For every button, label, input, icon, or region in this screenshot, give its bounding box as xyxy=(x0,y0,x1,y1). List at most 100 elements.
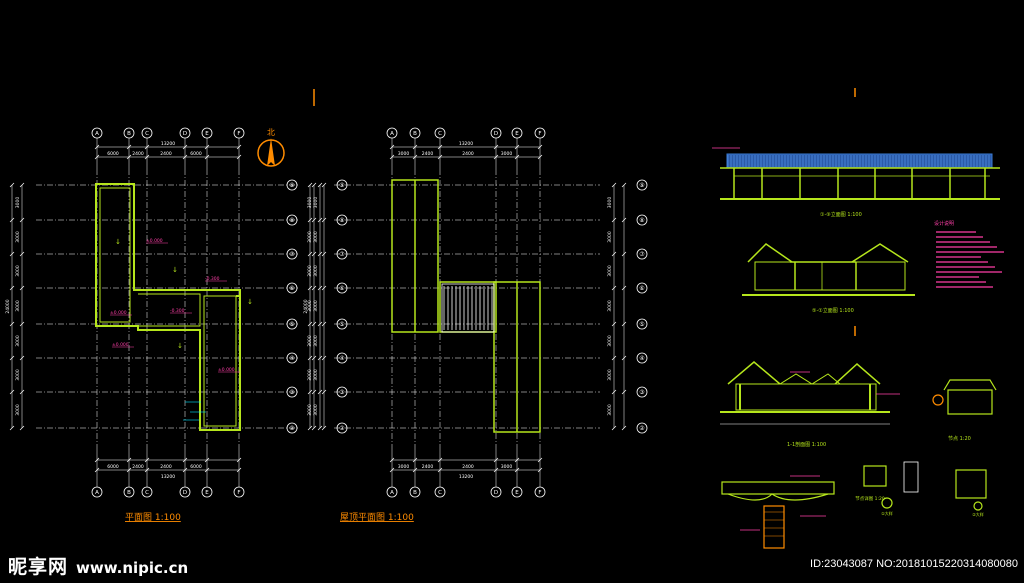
dim-tick xyxy=(437,154,443,160)
axis-bubble xyxy=(286,282,298,294)
axis-label: ② xyxy=(639,425,645,432)
axis-bubble xyxy=(636,318,648,330)
dim-tick xyxy=(311,217,317,223)
axis-label: B xyxy=(127,131,131,137)
dim-tick xyxy=(9,355,15,361)
axis-bubble xyxy=(286,214,298,226)
dim-tick xyxy=(126,467,132,473)
dim-tick xyxy=(317,217,323,223)
axis-label: C xyxy=(438,131,442,137)
detail-label: ②大样 xyxy=(972,511,984,517)
dim-tick xyxy=(321,389,327,395)
axis-bubble xyxy=(636,214,648,226)
dim-tick xyxy=(611,389,617,395)
dim-text: 3000 xyxy=(607,369,613,381)
beam-detail xyxy=(721,461,987,549)
axis-label: F xyxy=(237,490,240,496)
axis-label: ④ xyxy=(289,355,294,362)
dim-text: 3000 xyxy=(313,265,319,277)
axis-label: ⑦ xyxy=(339,251,345,258)
elevation-label: -0.300 xyxy=(170,308,185,314)
dim-tick xyxy=(317,355,323,361)
section-1-1: 1-1剖面图 1:100 xyxy=(720,361,900,448)
dim-tick xyxy=(311,321,317,327)
dim-tick xyxy=(412,144,418,150)
dim-tick xyxy=(621,389,627,395)
dim-tick xyxy=(204,467,210,473)
axis-label: A xyxy=(390,131,394,137)
axis-label: ⑧ xyxy=(639,217,644,224)
dim-tick xyxy=(412,457,418,463)
axis-bubble xyxy=(636,352,648,364)
axis-label: A xyxy=(95,490,99,496)
dim-tick xyxy=(321,425,327,431)
dim-tick xyxy=(236,467,242,473)
dim-text: 3000 xyxy=(15,369,21,381)
dim-tick xyxy=(493,144,499,150)
dim-text: 2400 xyxy=(132,464,144,470)
dim-tick xyxy=(321,355,327,361)
axis-label: D xyxy=(183,490,187,496)
dim-tick xyxy=(182,467,188,473)
detail-label: 节点详图 1:20 xyxy=(855,495,885,502)
dim-tick xyxy=(611,182,617,188)
axis-label: ② xyxy=(339,425,345,432)
dim-text: 6000 xyxy=(190,151,202,157)
stair-arrow-icon: ↓ xyxy=(177,342,183,350)
dim-tick xyxy=(126,457,132,463)
dim-tick xyxy=(437,467,443,473)
axis-bubble xyxy=(286,422,298,434)
dim-tick xyxy=(317,182,323,188)
axis-label: ⑦ xyxy=(289,251,295,258)
dim-tick xyxy=(9,285,15,291)
axis-label: ⑥ xyxy=(339,285,344,292)
dim-tick xyxy=(611,355,617,361)
axis-label: B xyxy=(413,131,417,137)
dim-tick xyxy=(19,425,25,431)
dim-tick xyxy=(9,182,15,188)
dim-tick xyxy=(144,457,150,463)
axis-label: ⑨ xyxy=(639,182,644,189)
axis-label: E xyxy=(515,490,519,496)
elevation-label: -0.300 xyxy=(205,276,220,282)
dim-tick xyxy=(437,457,443,463)
elevation-label: ±0.000 xyxy=(112,342,129,348)
dim-tick xyxy=(19,182,25,188)
dim-tick xyxy=(144,154,150,160)
dim-tick xyxy=(9,389,15,395)
dim-tick xyxy=(493,154,499,160)
dim-text: 3000 xyxy=(398,151,410,157)
dim-tick xyxy=(9,251,15,257)
stair-arrow-icon: ↓ xyxy=(247,298,253,306)
axis-bubble xyxy=(286,248,298,260)
logo-text: 昵享网 xyxy=(8,556,69,578)
dim-tick xyxy=(144,467,150,473)
axis-bubble xyxy=(286,179,298,191)
dim-tick xyxy=(94,144,100,150)
axis-bubble xyxy=(636,386,648,398)
axis-label: A xyxy=(390,490,394,496)
axis-label: E xyxy=(205,490,209,496)
axis-label: ③ xyxy=(289,389,294,396)
dim-text: 3000 xyxy=(398,464,410,470)
dim-tick xyxy=(307,251,313,257)
dim-tick xyxy=(621,321,627,327)
dim-tick xyxy=(307,285,313,291)
dim-tick xyxy=(204,144,210,150)
axis-label: ⑤ xyxy=(289,321,294,328)
dim-text: 3000 xyxy=(607,335,613,347)
dim-tick xyxy=(317,321,323,327)
image-id: ID:23043087 NO:20181015220314080080 xyxy=(810,558,1018,570)
dim-tick xyxy=(321,251,327,257)
dim-tick xyxy=(321,182,327,188)
axis-label: ⑤ xyxy=(639,321,644,328)
axis-label: ④ xyxy=(339,355,344,362)
axis-label: ⑨ xyxy=(339,182,344,189)
north-arrow-icon: 北 xyxy=(257,128,285,167)
dim-tick xyxy=(311,355,317,361)
dim-tick xyxy=(537,467,543,473)
dim-tick xyxy=(389,457,395,463)
design-notes: 设计说明 xyxy=(934,220,1004,288)
dim-tick xyxy=(307,217,313,223)
